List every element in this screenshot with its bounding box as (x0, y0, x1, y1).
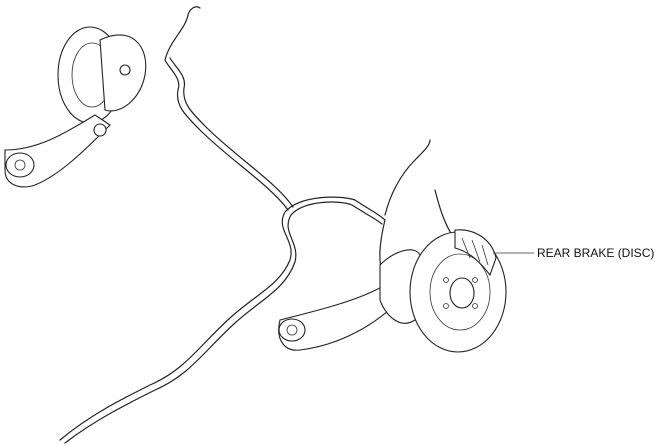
right-rear-suspension (278, 249, 421, 351)
brake-caliper (454, 229, 497, 277)
rear-brake-callout-label: REAR BRAKE (DISC) (537, 246, 655, 260)
brake-pipe (59, 6, 456, 444)
left-rear-suspension (4, 26, 147, 188)
